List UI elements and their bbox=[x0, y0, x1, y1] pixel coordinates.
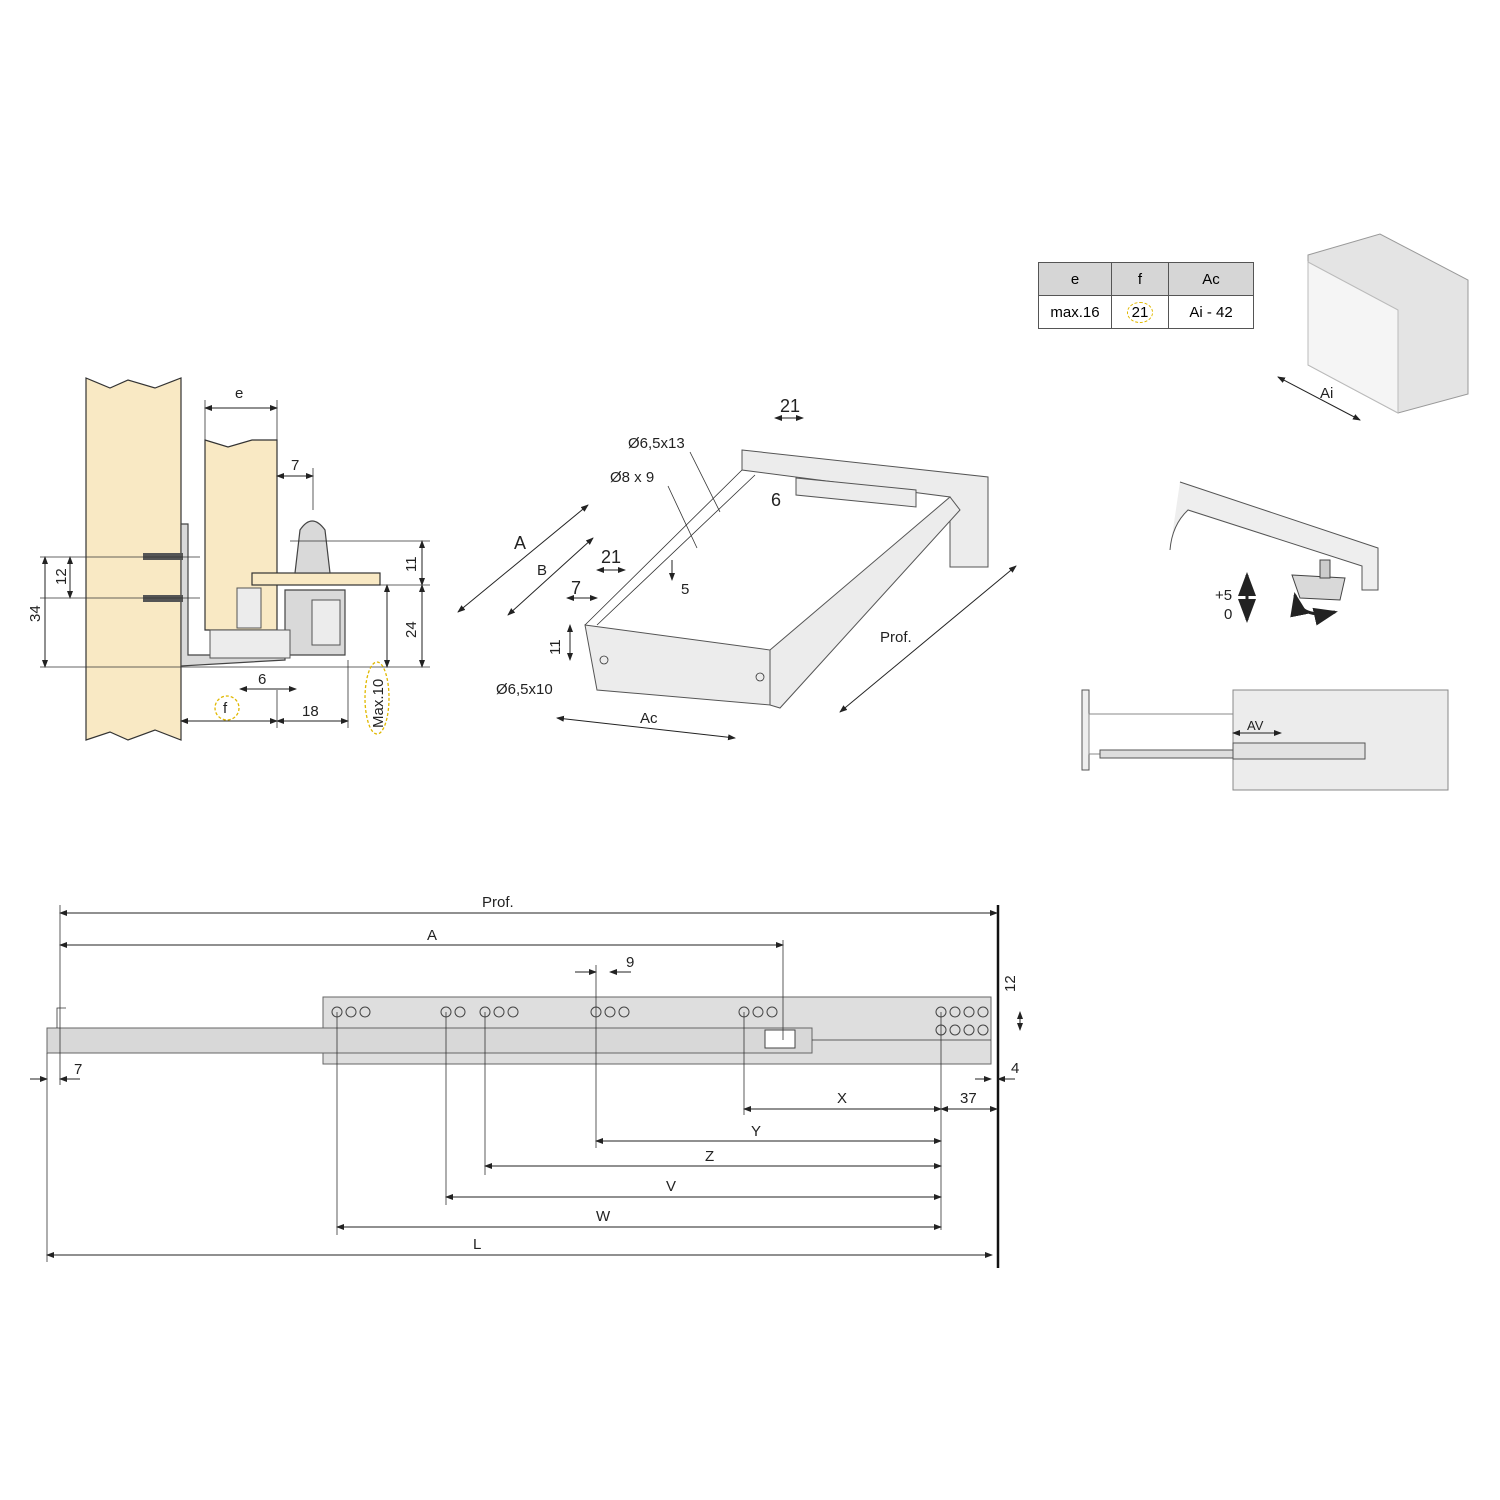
dim-12: 12 bbox=[53, 568, 70, 585]
header-f: f bbox=[1111, 262, 1169, 296]
dim-34: 34 bbox=[27, 605, 44, 622]
dim-prof-drawer: Prof. bbox=[880, 629, 912, 646]
rotate-arrow-icon bbox=[1290, 592, 1338, 626]
dim-f: f bbox=[223, 700, 228, 717]
cabinet-side-panel bbox=[85, 377, 182, 741]
adjust-zero: 0 bbox=[1224, 606, 1232, 623]
dim-Ai: Ai bbox=[1320, 385, 1333, 402]
dim-37: 37 bbox=[960, 1090, 977, 1107]
dim-4: 4 bbox=[1011, 1060, 1019, 1077]
dim-hole-6-5x13: Ø6,5x13 bbox=[628, 435, 685, 452]
drawer-bottom bbox=[251, 572, 381, 586]
side-section-detail: e 7 12 34 11 24 6 f 18 Max.10 bbox=[27, 377, 430, 741]
dim-11: 11 bbox=[403, 556, 420, 572]
runner-profile bbox=[180, 523, 346, 667]
dim-prof: Prof. bbox=[482, 894, 514, 911]
dim-A-drawer: A bbox=[514, 533, 526, 553]
dim-A: A bbox=[427, 927, 437, 944]
dim-18: 18 bbox=[302, 703, 319, 720]
dim-B: B bbox=[537, 562, 547, 579]
dim-L: L bbox=[473, 1236, 481, 1253]
dim-V: V bbox=[666, 1178, 676, 1195]
dim-X: X bbox=[837, 1090, 847, 1107]
drawer-isometric: 21 Ø6,5x13 Ø8 x 9 6 A B 21 7 5 11 Ø6,5x1… bbox=[457, 396, 1017, 741]
dim-e: e bbox=[235, 385, 243, 402]
header-Ac: Ac bbox=[1168, 262, 1254, 296]
dim-11-drawer: 11 bbox=[547, 639, 564, 655]
value-f: 21 bbox=[1126, 301, 1154, 323]
dim-12-rail: 12 bbox=[1002, 975, 1019, 992]
dim-21-top: 21 bbox=[780, 396, 800, 416]
screw-icon bbox=[143, 553, 183, 602]
value-Ac: Ai - 42 bbox=[1168, 295, 1254, 329]
height-adjust-illustration: +5 0 bbox=[1169, 481, 1379, 626]
dim-7: 7 bbox=[291, 457, 299, 474]
dimension-table: e f Ac max.16 21 Ai - 42 bbox=[1038, 262, 1254, 329]
value-e: max.16 bbox=[1038, 295, 1112, 329]
av-detail: AV bbox=[1081, 689, 1449, 791]
dim-Z: Z bbox=[705, 1148, 714, 1165]
dim-9: 9 bbox=[626, 954, 634, 971]
cabinet-illustration: Ai bbox=[1277, 233, 1469, 421]
dim-max10: Max.10 bbox=[370, 679, 387, 728]
dim-24: 24 bbox=[403, 621, 420, 638]
dim-hole-8x9: Ø8 x 9 bbox=[610, 469, 654, 486]
dim-5: 5 bbox=[681, 581, 689, 598]
locking-clip bbox=[294, 520, 331, 574]
dim-W: W bbox=[596, 1208, 611, 1225]
value-f-cell: 21 bbox=[1111, 295, 1169, 329]
header-e: e bbox=[1038, 262, 1112, 296]
dim-21: 21 bbox=[601, 547, 621, 567]
rail-side-view: Prof. A 9 12 7 4 X 37 Y Z V W L bbox=[30, 894, 1023, 1268]
dim-7-drawer: 7 bbox=[571, 578, 581, 598]
adjust-plus5: +5 bbox=[1215, 587, 1232, 604]
dim-Ac: Ac bbox=[640, 710, 658, 727]
dim-AV: AV bbox=[1247, 718, 1264, 733]
dim-Y: Y bbox=[751, 1123, 761, 1140]
dim-7-rail: 7 bbox=[74, 1061, 82, 1078]
dim-hole-6-5x10: Ø6,5x10 bbox=[496, 681, 553, 698]
dim-6: 6 bbox=[258, 671, 266, 688]
dim-6-drawer: 6 bbox=[771, 490, 781, 510]
